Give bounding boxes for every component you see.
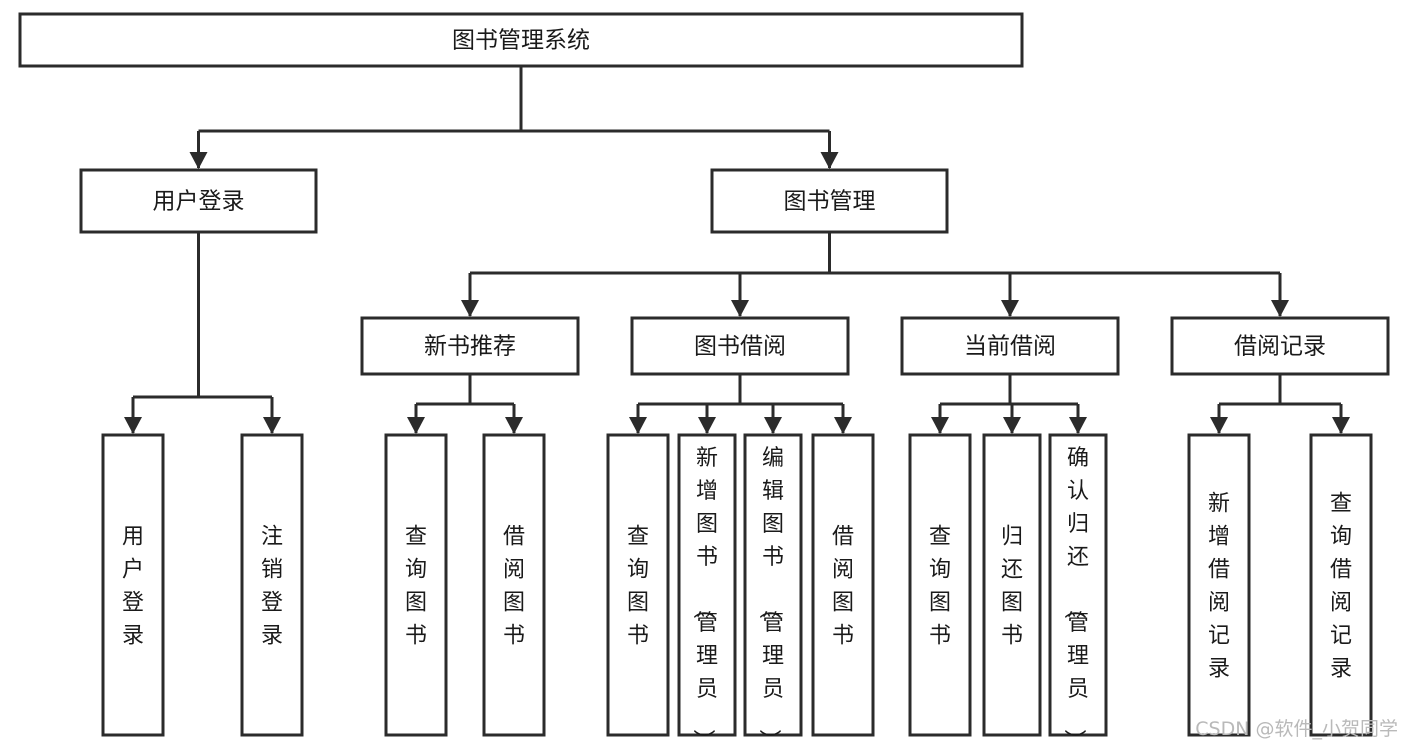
node-leaf-查询图书[interactable]: 查询图书 (908, 433, 972, 737)
node-box (1187, 433, 1251, 737)
node-leaf-借阅图书[interactable]: 借阅图书 (482, 433, 546, 737)
node-label: 用户登录 (122, 525, 144, 649)
node-level2-图书管理[interactable]: 图书管理 (710, 168, 949, 234)
node-label: 编辑图书（管理员） (756, 446, 784, 747)
node-box (677, 433, 737, 737)
arrow-head-icon (931, 417, 949, 434)
node-label: 新增图书（管理员） (690, 446, 718, 747)
node-box (79, 168, 318, 234)
arrow-head-icon (505, 417, 523, 434)
node-leaf-查询图书[interactable]: 查询图书 (384, 433, 448, 737)
csdn-watermark: CSDN @软件_小贺同学 (1195, 718, 1398, 740)
node-box (908, 433, 972, 737)
arrow-head-icon (731, 300, 749, 317)
node-box (743, 433, 803, 737)
node-level3-新书推荐[interactable]: 新书推荐 (360, 316, 580, 376)
node-leaf-注销登录[interactable]: 注销登录 (240, 433, 304, 737)
node-box (630, 316, 850, 376)
node-level3-借阅记录[interactable]: 借阅记录 (1170, 316, 1390, 376)
node-level3-当前借阅[interactable]: 当前借阅 (900, 316, 1120, 376)
arrow-head-icon (1210, 417, 1228, 434)
node-box (606, 433, 670, 737)
node-box (1170, 316, 1390, 376)
arrow-head-icon (1271, 300, 1289, 317)
node-leaf-新增借阅记录[interactable]: 新增借阅记录 (1187, 433, 1251, 737)
node-label: 查询图书 (405, 525, 427, 649)
node-box (1309, 433, 1373, 737)
arrow-head-icon (1332, 417, 1350, 434)
arrow-head-icon (764, 417, 782, 434)
node-leaf-用户登录[interactable]: 用户登录 (101, 433, 165, 737)
node-label: 图书借阅 (694, 334, 786, 360)
node-leaf-归还图书[interactable]: 归还图书 (982, 433, 1042, 737)
node-box (360, 316, 580, 376)
arrow-head-icon (1003, 417, 1021, 434)
node-box (18, 12, 1024, 68)
node-box (1048, 433, 1108, 737)
node-label: 用户登录 (153, 189, 245, 215)
node-label: 注销登录 (261, 525, 283, 649)
node-box (982, 433, 1042, 737)
node-box (482, 433, 546, 737)
node-box (811, 433, 875, 737)
arrow-head-icon (1001, 300, 1019, 317)
node-leaf-借阅图书[interactable]: 借阅图书 (811, 433, 875, 737)
node-leaf-确认归还管理员[interactable]: 确认归还（管理员） (1048, 433, 1108, 747)
node-box (384, 433, 448, 737)
node-label: 借阅记录 (1234, 334, 1326, 360)
node-label: 借阅图书 (503, 525, 525, 649)
node-label: 当前借阅 (964, 334, 1056, 360)
node-label: 确认归还（管理员） (1061, 446, 1089, 747)
node-level3-图书借阅[interactable]: 图书借阅 (630, 316, 850, 376)
arrow-head-icon (407, 417, 425, 434)
node-box (710, 168, 949, 234)
node-label: 新增借阅记录 (1208, 492, 1230, 682)
node-label: 新书推荐 (424, 334, 516, 360)
arrow-head-icon (820, 152, 839, 169)
node-label: 查询借阅记录 (1330, 492, 1352, 682)
arrow-head-icon (263, 417, 281, 434)
node-label: 归还图书 (1001, 525, 1023, 649)
arrow-head-icon (1069, 417, 1087, 434)
node-label: 借阅图书 (832, 525, 854, 649)
nodes-layer: 图书管理系统用户登录图书管理新书推荐图书借阅当前借阅借阅记录用户登录注销登录查询… (18, 12, 1390, 747)
node-label: 图书管理系统 (452, 28, 590, 54)
node-leaf-查询图书[interactable]: 查询图书 (606, 433, 670, 737)
node-box (900, 316, 1120, 376)
node-label: 查询图书 (929, 525, 951, 649)
node-box (240, 433, 304, 737)
node-leaf-编辑图书管理员[interactable]: 编辑图书（管理员） (743, 433, 803, 747)
edges-layer (124, 66, 1350, 434)
arrow-head-icon (629, 417, 647, 434)
node-label: 查询图书 (627, 525, 649, 649)
arrow-head-icon (698, 417, 716, 434)
node-leaf-查询借阅记录[interactable]: 查询借阅记录 (1309, 433, 1373, 737)
arrow-head-icon (834, 417, 852, 434)
node-level2-用户登录[interactable]: 用户登录 (79, 168, 318, 234)
node-box (101, 433, 165, 737)
arrow-head-icon (189, 152, 208, 169)
arrow-head-icon (124, 417, 142, 434)
arrow-head-icon (461, 300, 479, 317)
node-label: 图书管理 (784, 189, 876, 215)
node-root-图书管理系统[interactable]: 图书管理系统 (18, 12, 1024, 68)
node-leaf-新增图书管理员[interactable]: 新增图书（管理员） (677, 433, 737, 747)
